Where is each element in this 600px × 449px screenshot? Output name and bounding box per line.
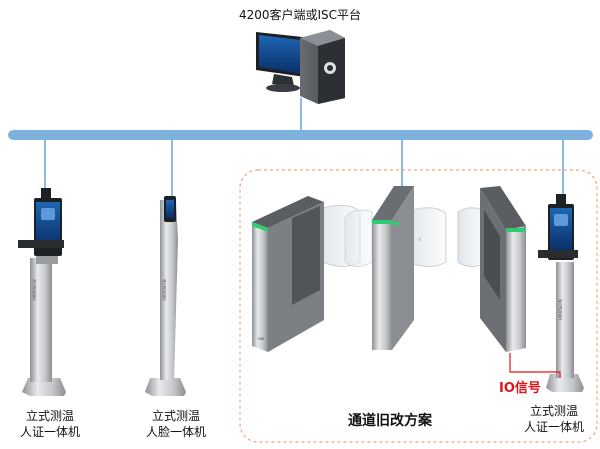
id-face-terminal-1: HIKVISION <box>18 188 66 396</box>
svg-text:‹: ‹ <box>418 235 422 245</box>
network-bus <box>8 130 593 140</box>
workstation-icon <box>256 30 345 104</box>
svg-text:HIKVISION: HIKVISION <box>558 299 563 320</box>
device-label-3-line1: 立式测温 <box>529 404 578 418</box>
device-label-2-line1: 立式测温 <box>151 409 200 423</box>
device-label-3: 立式测温 人证一体机 <box>502 403 600 435</box>
io-signal-label: IO信号 <box>499 381 541 396</box>
retrofit-label: 通道旧改方案 <box>348 413 432 429</box>
retrofit-area-border <box>239 169 598 443</box>
glass-wings: ‹ ‹ <box>321 204 489 267</box>
io-signal-line <box>509 353 561 378</box>
device-label-1-line1: 立式测温 <box>25 409 74 423</box>
device-label-1-line2: 人证一体机 <box>19 425 80 439</box>
device-label-1: 立式测温 人证一体机 <box>0 408 100 440</box>
id-face-terminal-3: HIKVISION <box>538 194 584 392</box>
svg-text:HIKVISION: HIKVISION <box>32 279 37 300</box>
svg-text:HIKVISION: HIKVISION <box>162 279 167 300</box>
device-label-3-line2: 人证一体机 <box>523 420 584 434</box>
connector-lines <box>44 98 564 196</box>
device-label-2: 立式测温 人脸一体机 <box>126 408 226 440</box>
platform-label: 4200客户端或ISC平台 <box>238 8 362 22</box>
svg-text:HIK: HIK <box>258 337 265 341</box>
turnstile-cabinet-left: HIK <box>252 196 324 352</box>
device-label-2-line2: 人脸一体机 <box>145 425 206 439</box>
face-terminal-2: HIKVISION <box>145 196 186 396</box>
turnstile-cabinet-middle <box>372 186 414 350</box>
turnstile-cabinet-right <box>480 186 526 352</box>
